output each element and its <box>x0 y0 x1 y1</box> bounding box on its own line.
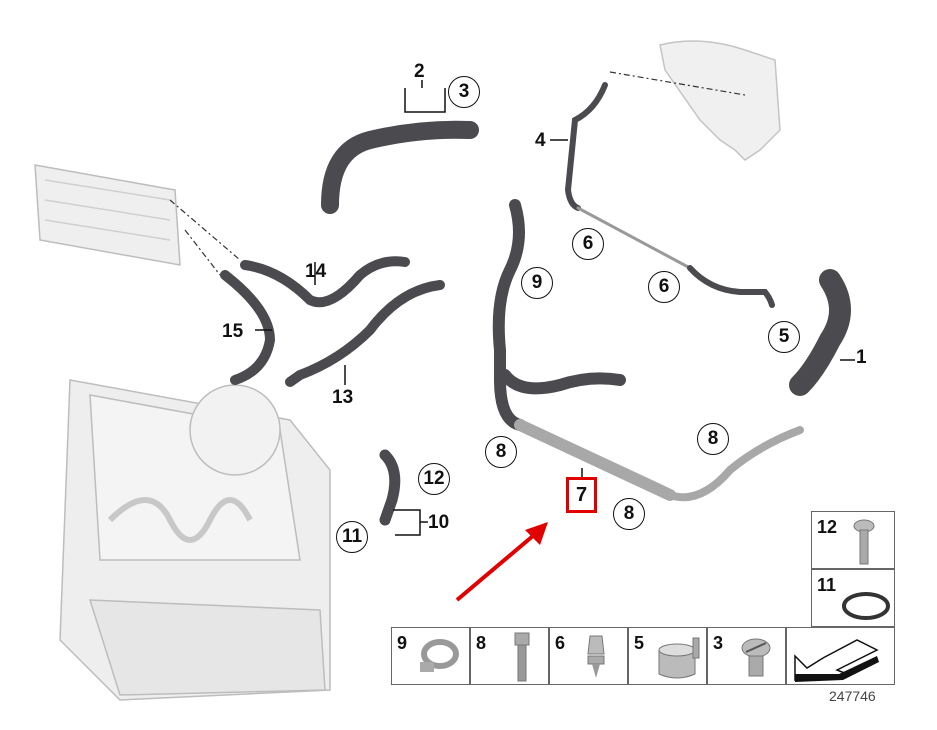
callout-8c: 8 <box>697 423 729 455</box>
callout-2: 2 <box>414 61 425 82</box>
radiator-icon <box>59 379 331 701</box>
legend-num: 5 <box>634 633 645 653</box>
callout-6b: 6 <box>648 271 680 303</box>
callout-9: 9 <box>521 267 553 299</box>
legend-cell-3: 3 <box>707 627 786 685</box>
callout-12: 12 <box>418 463 450 495</box>
legend-cell-5: 5 <box>628 627 707 685</box>
legend-num: 12 <box>817 517 838 537</box>
highlight-arrow-icon <box>455 522 548 602</box>
callout-3: 3 <box>448 76 480 108</box>
callout-15: 15 <box>222 321 244 342</box>
callout-11: 11 <box>336 521 368 553</box>
legend-num: 11 <box>817 575 837 595</box>
callout-6a: 6 <box>572 228 604 260</box>
callout-10: 10 <box>428 512 450 533</box>
oil-cooler-icon <box>34 164 181 266</box>
legend-cell-6: 6 <box>549 627 628 685</box>
slotted-screw-icon <box>741 638 771 677</box>
legend-cell-12: 12 <box>811 511 895 569</box>
document-number: 247746 <box>829 688 876 704</box>
callout-5: 5 <box>768 321 800 353</box>
expansion-tank-icon <box>659 40 781 161</box>
legend-num: 8 <box>476 633 487 653</box>
hose-clamp-icon <box>420 639 459 672</box>
callout-1: 1 <box>856 347 867 368</box>
legend-cell-8: 8 <box>470 627 549 685</box>
legend-cell-direction <box>786 627 895 685</box>
direction-arrow-icon <box>794 639 879 682</box>
legend-num: 3 <box>713 633 724 653</box>
callout-8b: 8 <box>613 498 645 530</box>
legend-num: 6 <box>555 633 566 653</box>
legend-num: 9 <box>397 633 408 653</box>
torx-screw-icon <box>853 519 875 565</box>
callout-13: 13 <box>332 387 354 408</box>
band-clamp-icon <box>658 637 700 679</box>
legend-cell-11: 11 <box>811 569 895 627</box>
legend-cell-9: 9 <box>391 627 470 685</box>
callout-7-highlighted: 7 <box>566 477 597 513</box>
callout-8a: 8 <box>485 436 517 468</box>
callout-14: 14 <box>305 261 327 282</box>
callout-4: 4 <box>535 130 546 151</box>
clip-icon <box>587 635 605 678</box>
hex-bolt-icon <box>514 632 530 682</box>
o-ring-icon <box>842 592 890 620</box>
